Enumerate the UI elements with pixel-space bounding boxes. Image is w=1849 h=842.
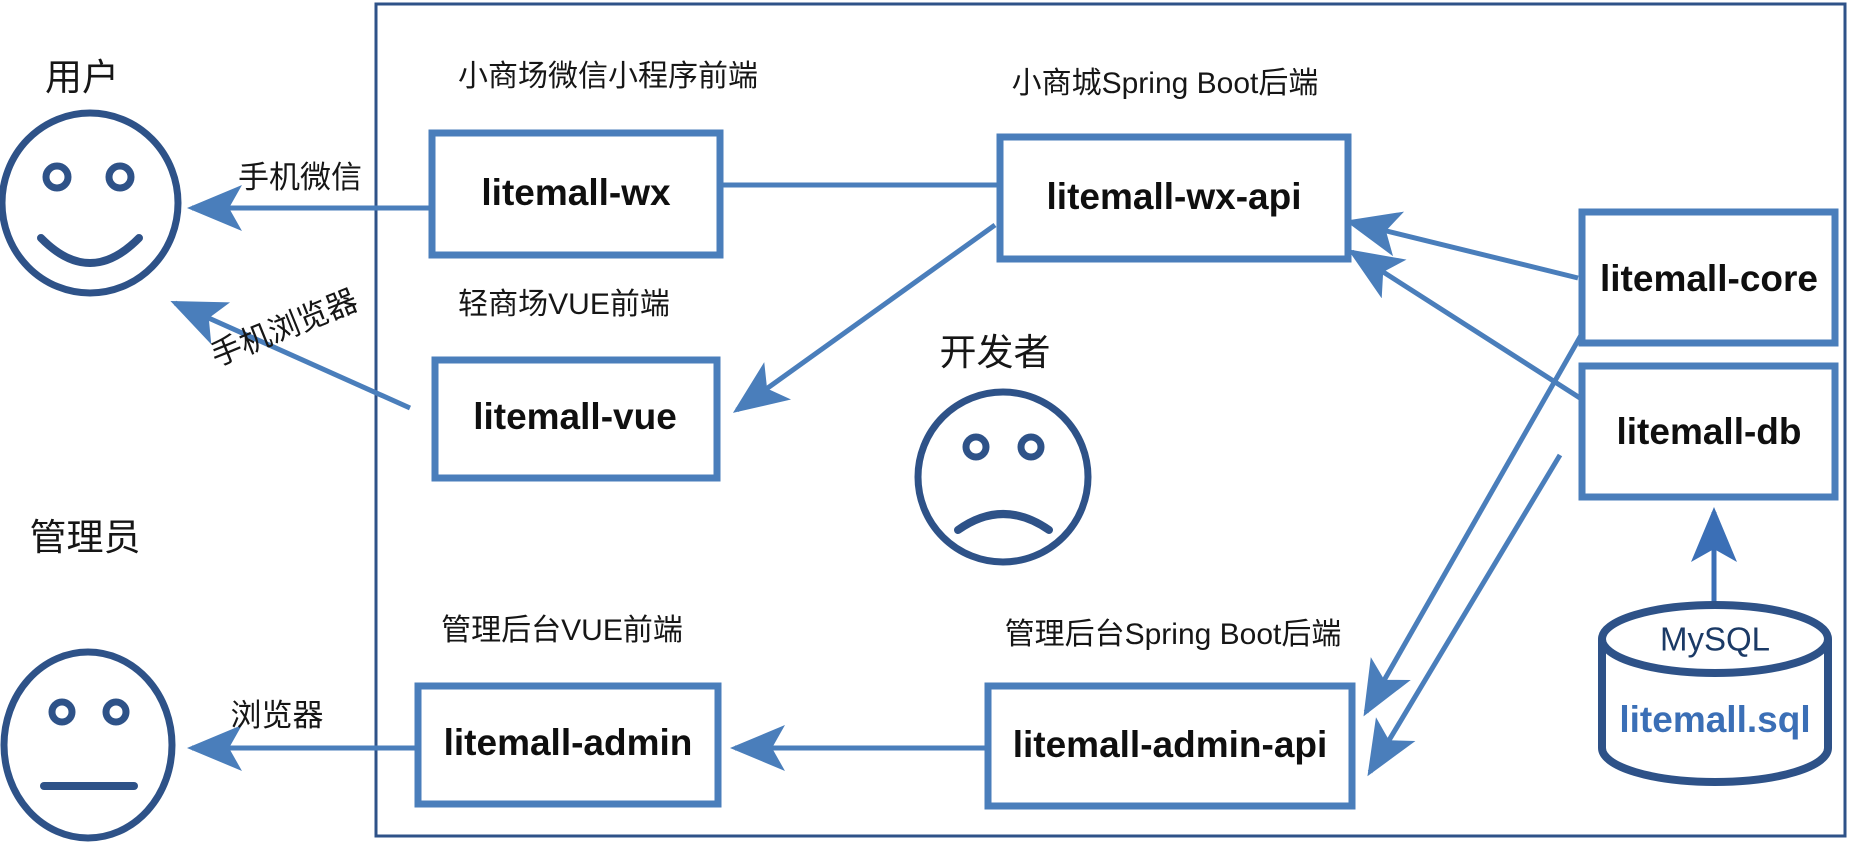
actor-user-label: 用户: [45, 57, 119, 98]
label-litemall-wx-api: litemall-wx-api: [1047, 176, 1302, 217]
caption-litemall-admin: 管理后台VUE前端: [441, 614, 683, 647]
box-litemall-admin[interactable]: [414, 682, 722, 808]
developer-frown-icon: [954, 510, 1053, 534]
database-mysql[interactable]: MySQL litemall.sql: [1598, 601, 1832, 786]
node-litemall-admin[interactable]: 管理后台VUE前端 litemall-admin: [414, 614, 722, 808]
edge-vue-to-user: [170, 300, 412, 411]
edge-label-admin-to-admin-actor: 浏览器: [231, 698, 324, 733]
label-litemall-vue: litemall-vue: [473, 396, 677, 437]
developer-right-eye-icon: [1017, 433, 1045, 461]
user-face-outline: [0, 109, 182, 297]
admin-face-outline: [0, 648, 176, 842]
admin-left-eye-icon: [48, 698, 76, 726]
developer-face-outline: [914, 388, 1092, 566]
actor-developer: 开发者: [914, 332, 1092, 566]
label-litemall-core: litemall-core: [1600, 258, 1818, 299]
actor-developer-label: 开发者: [940, 332, 1051, 373]
box-litemall-vue[interactable]: [431, 356, 721, 482]
label-litemall-admin-api: litemall-admin-api: [1013, 724, 1328, 765]
node-litemall-wx[interactable]: 小商场微信小程序前端 litemall-wx: [428, 60, 758, 259]
caption-litemall-admin-api: 管理后台Spring Boot后端: [1005, 618, 1342, 651]
node-litemall-wx-api[interactable]: 小商城Spring Boot后端 litemall-wx-api: [996, 67, 1352, 263]
caption-litemall-wx-api: 小商城Spring Boot后端: [1012, 67, 1319, 100]
developer-left-eye-icon: [962, 433, 990, 461]
user-smile-icon: [37, 234, 143, 267]
box-litemall-db[interactable]: [1578, 362, 1839, 501]
db-title: MySQL: [1660, 621, 1770, 658]
edge-db-to-wxapi: [1347, 249, 1582, 401]
actor-user: 用户: [0, 57, 182, 297]
user-right-eye-icon: [105, 162, 135, 192]
edge-core-to-wxapi: [1345, 211, 1579, 281]
caption-litemall-vue: 轻商场VUE前端: [458, 288, 670, 321]
node-litemall-core[interactable]: litemall-core: [1578, 208, 1839, 347]
label-litemall-admin: litemall-admin: [444, 722, 693, 763]
box-litemall-wx-api[interactable]: [996, 133, 1352, 263]
box-litemall-core[interactable]: [1578, 208, 1839, 347]
label-litemall-wx: litemall-wx: [481, 172, 671, 213]
system-boundary: [374, 2, 1847, 838]
caption-litemall-wx: 小商场微信小程序前端: [458, 60, 758, 93]
user-left-eye-icon: [42, 162, 72, 192]
box-litemall-admin-api[interactable]: [984, 682, 1356, 810]
actor-admin-label: 管理员: [30, 517, 141, 558]
edge-wxapi-to-vue: [732, 222, 997, 413]
node-litemall-admin-api[interactable]: 管理后台Spring Boot后端 litemall-admin-api: [984, 618, 1356, 810]
box-litemall-wx[interactable]: [428, 129, 724, 259]
actor-admin: 管理员: [0, 517, 176, 842]
admin-right-eye-icon: [102, 698, 130, 726]
db-file-name: litemall.sql: [1619, 699, 1810, 740]
db-cylinder-body: [1598, 639, 1832, 786]
node-litemall-db[interactable]: litemall-db: [1578, 362, 1839, 501]
label-litemall-db: litemall-db: [1616, 411, 1801, 452]
db-cylinder-top: [1598, 601, 1832, 677]
edge-label-wx-to-user: 手机微信: [238, 160, 362, 195]
edge-core-to-adminapi: [1363, 328, 1587, 717]
node-litemall-vue[interactable]: 轻商场VUE前端 litemall-vue: [431, 288, 721, 482]
edge-db-to-adminapi: [1367, 453, 1563, 777]
